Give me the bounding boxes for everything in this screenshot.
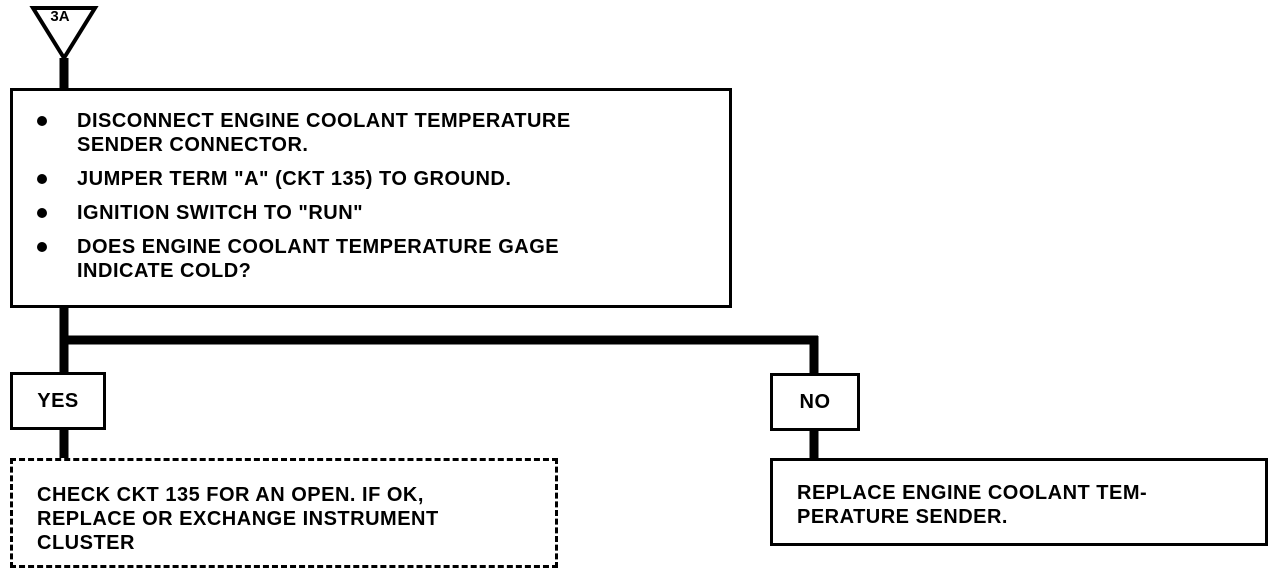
procedure-step: DOES ENGINE COOLANT TEMPERATURE GAGE IND… [35,235,719,283]
yes-branch-label: YES [10,372,106,430]
entry-marker-label: 3A [50,8,70,25]
procedure-step: IGNITION SWITCH TO "RUN" [35,201,719,225]
step-text: DOES ENGINE COOLANT TEMPERATURE GAGE IND… [77,236,560,282]
procedure-box: DISCONNECT ENGINE COOLANT TEMPERATURE SE… [10,88,732,308]
no-label: NO [799,391,831,413]
yes-action-text: CHECK CKT 135 FOR AN OPEN. IF OK, REPLAC… [37,484,439,554]
bullet-icon [37,116,47,126]
procedure-step: JUMPER TERM "A" (CKT 135) TO GROUND. [35,167,719,191]
bullet-icon [37,174,47,184]
bullet-icon [37,242,47,252]
no-action-text: REPLACE ENGINE COOLANT TEM- PERATURE SEN… [797,482,1148,528]
no-result-box: REPLACE ENGINE COOLANT TEM- PERATURE SEN… [770,458,1268,546]
step-text: JUMPER TERM "A" (CKT 135) TO GROUND. [77,168,512,190]
yes-result-box: CHECK CKT 135 FOR AN OPEN. IF OK, REPLAC… [10,458,558,568]
step-text: DISCONNECT ENGINE COOLANT TEMPERATURE SE… [77,110,571,156]
no-branch-label: NO [770,373,860,431]
yes-label: YES [37,390,79,412]
entry-marker-triangle [29,6,99,62]
procedure-step: DISCONNECT ENGINE COOLANT TEMPERATURE SE… [35,109,719,157]
bullet-icon [37,208,47,218]
step-text: IGNITION SWITCH TO "RUN" [77,202,364,224]
